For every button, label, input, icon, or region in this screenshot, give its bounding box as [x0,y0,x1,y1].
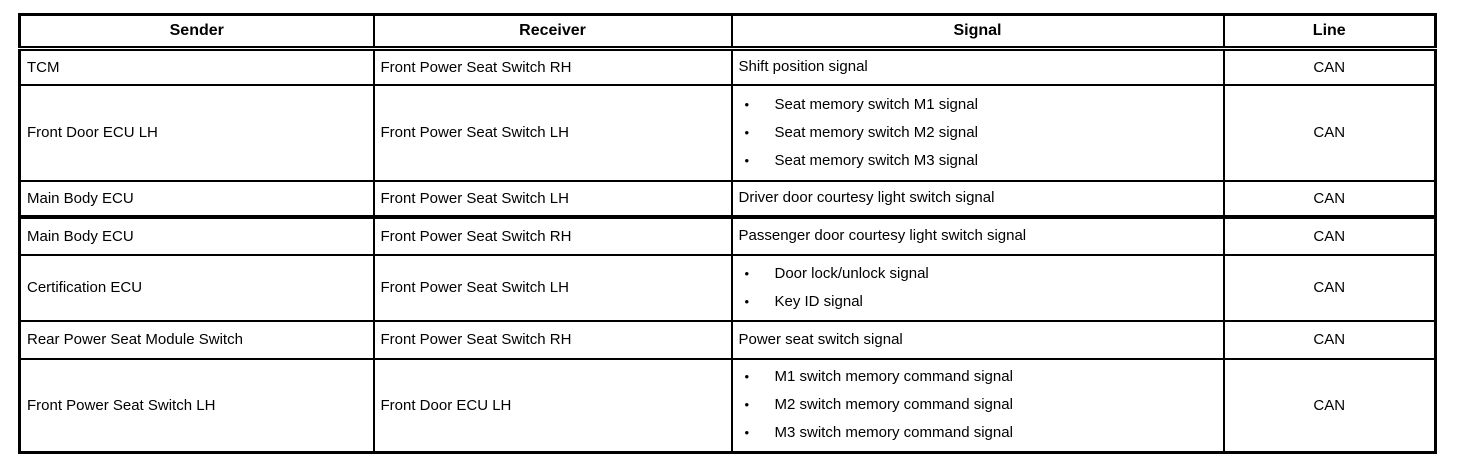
receiver-cell: Front Door ECU LH [372,357,733,454]
signal-item: Shift position signal [739,56,1217,78]
line-cell: CAN [1222,319,1437,360]
line-cell: CAN [1222,357,1437,454]
receiver-cell: Front Power Seat Switch LH [372,83,733,182]
column-header-sender: Sender [18,13,375,51]
signal-item: • M3 switch memory command signal [739,419,1217,447]
line-cell: CAN [1222,47,1437,86]
signal-item: Power seat switch signal [739,329,1217,351]
column-header-line: Line [1222,13,1437,51]
signal-cell: Driver door courtesy light switch signal [730,179,1225,218]
receiver-cell: Front Power Seat Switch RH [372,47,733,86]
signal-cell: • M1 switch memory command signal • M2 swit… [730,357,1225,454]
signal-text: M3 switch memory command signal [774,424,1013,442]
receiver-cell: Front Power Seat Switch RH [372,319,733,360]
signal-item: • Seat memory switch M3 signal [739,147,1217,175]
bullet-icon: • [744,425,750,441]
signal-cell: Power seat switch signal [730,319,1225,360]
table-row: Front Door ECU LH Front Power Seat Switc… [18,83,1437,182]
signal-item: Driver door courtesy light switch signal [739,187,1217,209]
signal-item: • M1 switch memory command signal [739,363,1217,391]
bullet-icon: • [744,96,750,112]
table-row: Main Body ECU Front Power Seat Switch LH… [18,179,1437,218]
signal-text: Door lock/unlock signal [774,264,929,282]
signal-text: M1 switch memory command signal [774,368,1013,386]
signal-item: • M2 switch memory command signal [739,391,1217,419]
bullet-icon: • [744,397,750,413]
signal-text: M2 switch memory command signal [774,396,1013,414]
sender-cell: Rear Power Seat Module Switch [18,319,375,360]
signal-text: Key ID signal [774,292,863,310]
signal-text: Driver door courtesy light switch signal [738,189,995,206]
sender-cell: Certification ECU [18,253,375,322]
table-row: Main Body ECU Front Power Seat Switch RH… [18,214,1437,256]
table-row: TCM Front Power Seat Switch RH Shift pos… [18,47,1437,86]
sender-cell: Main Body ECU [18,179,375,218]
column-header-receiver: Receiver [372,13,733,51]
table-row: Front Power Seat Switch LH Front Door EC… [18,357,1437,454]
column-header-signal: Signal [730,13,1225,51]
signal-text: Power seat switch signal [738,330,903,348]
line-cell: CAN [1222,179,1437,218]
signal-text: Shift position signal [738,58,868,76]
sender-cell: Front Door ECU LH [18,83,375,182]
receiver-cell: Front Power Seat Switch RH [372,214,733,256]
signal-cell: Passenger door courtesy light switch sig… [730,214,1225,256]
bullet-icon: • [744,124,750,140]
receiver-cell: Front Power Seat Switch LH [372,179,733,218]
sender-cell: Front Power Seat Switch LH [18,357,375,454]
sender-cell: TCM [18,47,375,86]
signal-item: Passenger door courtesy light switch sig… [739,225,1217,247]
signal-text: Seat memory switch M2 signal [774,123,978,141]
bullet-icon: • [744,152,750,168]
signal-cell: • Door lock/unlock signal • Key ID signal [730,253,1225,322]
signal-item: • Door lock/unlock signal [739,260,1217,288]
signal-routing-table: Sender Receiver Signal Line TCM Front Po… [18,13,1437,454]
table-row: Rear Power Seat Module Switch Front Powe… [18,319,1437,360]
signal-text: Seat memory switch M3 signal [774,151,978,169]
line-cell: CAN [1222,83,1437,182]
signal-item: • Seat memory switch M1 signal [739,91,1217,119]
line-cell: CAN [1222,253,1437,322]
header-row: Sender Receiver Signal Line [18,13,1437,51]
signal-cell: • Seat memory switch M1 signal • Seat memor… [730,83,1225,182]
signal-cell: Shift position signal [730,47,1225,86]
bullet-icon: • [744,293,750,309]
table-row: Certification ECU Front Power Seat Switc… [18,253,1437,322]
sender-cell: Main Body ECU [18,214,375,256]
bullet-icon: • [744,265,750,281]
table-header: Sender Receiver Signal Line [18,13,1437,51]
table-body: TCM Front Power Seat Switch RH Shift pos… [18,47,1437,454]
bullet-icon: • [744,369,750,385]
signal-text: Passenger door courtesy light switch sig… [738,227,1027,244]
receiver-cell: Front Power Seat Switch LH [372,253,733,322]
line-cell: CAN [1222,214,1437,256]
signal-text: Seat memory switch M1 signal [774,95,978,113]
signal-item: • Key ID signal [739,288,1217,316]
signal-item: • Seat memory switch M2 signal [739,119,1217,147]
